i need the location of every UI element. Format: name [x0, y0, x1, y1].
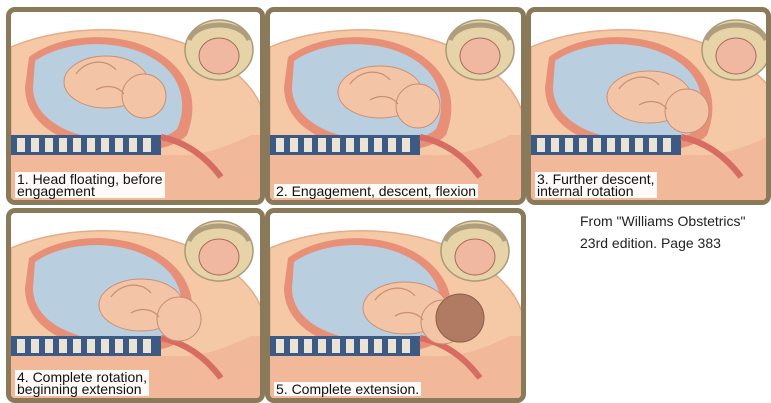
- stage-caption-4: 4. Complete rotation, beginning extensio…: [15, 370, 149, 396]
- stage-caption-2: 2. Engagement, descent, flexion: [274, 184, 478, 198]
- stage-panel-1: 1. Head floating, before engagement: [6, 7, 265, 205]
- stage-panel-3: 3. Further descent, internal rotation: [526, 7, 771, 205]
- stage-illustration-5: [270, 213, 522, 403]
- stage-caption-1: 1. Head floating, before engagement: [15, 172, 165, 198]
- stage-illustration-2: [270, 12, 522, 202]
- stage-caption-3: 3. Further descent, internal rotation: [535, 172, 657, 198]
- stage-caption-5: 5. Complete extension.: [274, 382, 421, 396]
- source-line-1: From "Williams Obstetrics": [580, 210, 746, 232]
- stage-panel-2: 2. Engagement, descent, flexion: [265, 7, 526, 205]
- stage-panel-4: 4. Complete rotation, beginning extensio…: [6, 208, 265, 403]
- stage-panel-5: 5. Complete extension.: [265, 208, 526, 403]
- source-citation: From "Williams Obstetrics" 23rd edition.…: [580, 210, 746, 254]
- source-line-2: 23rd edition. Page 383: [580, 232, 746, 254]
